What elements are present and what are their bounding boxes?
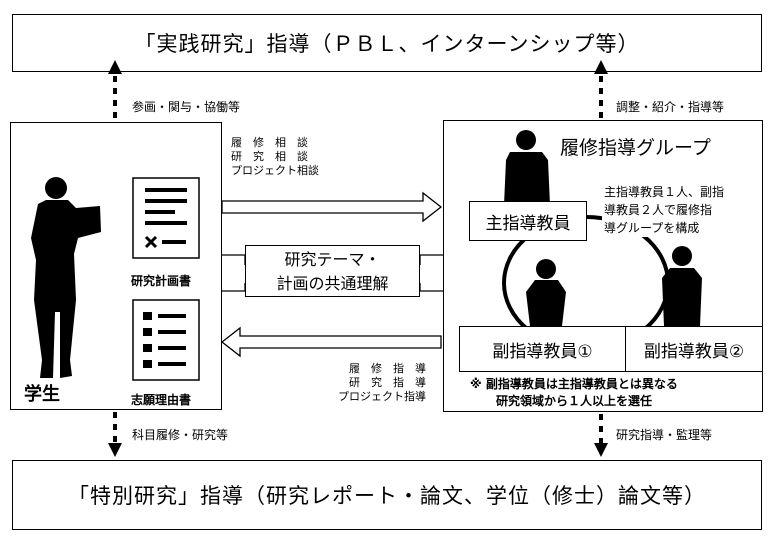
research-plan-label: 研究計画書 [131, 274, 192, 288]
course-consultation-label: 履 修 相 談 [231, 136, 308, 149]
practical-research-title: 「実践研究」指導（ＰＢＬ、インターンシップ等） [134, 32, 640, 56]
special-research-title: 「特別研究」指導（研究レポート・論文、学位（修士）論文等） [68, 484, 706, 508]
main-advisor-silhouette-icon [504, 130, 550, 205]
top-right-arrow-label: 調整・紹介・指導等 [616, 100, 725, 114]
guidance-arrow [220, 326, 442, 358]
project-guidance-label: プロジェクト指導 [338, 390, 426, 403]
sub-advisor-footnote-line2: 研究領域から１人以上を選任 [496, 394, 653, 408]
student-silhouette-icon [31, 177, 101, 378]
sub-advisor2-label: 副指導教員② [643, 341, 745, 362]
sub-advisor2-silhouette-icon [662, 246, 702, 326]
bottom-left-arrow-label: 科目履修・研究等 [132, 428, 229, 442]
research-guidance-label: 研 究 指 導 [349, 376, 426, 389]
consultation-labels: 履 修 相 談 研 究 相 談 プロジェクト相談 [231, 136, 319, 178]
research-plan-document-icon [132, 177, 200, 259]
sub-advisor1-silhouette-icon [526, 259, 566, 326]
bottom-right-arrow-label: 研究指導・監理等 [616, 428, 713, 442]
bottom-left-dotted-arrow [108, 412, 122, 457]
sub-advisor1-box: 副指導教員① [459, 326, 626, 372]
course-guidance-label: 履 修 指 導 [349, 362, 426, 375]
main-advisor-box: 主指導教員 [469, 201, 587, 241]
main-advisor-label: 主指導教員 [485, 213, 571, 234]
shared-understanding-box: 研究テーマ・ 計画の共通理解 [245, 245, 420, 297]
group-composition-note-line1: 主指導教員１人、副指 [604, 185, 725, 199]
statement-of-purpose-label: 志願理由書 [131, 393, 192, 407]
group-composition-note: 主指導教員１人、副指 導教員２人で履修指 導グループを構成 [602, 183, 727, 237]
sub-advisor-footnote-line1: ※ 副指導教員は主指導教員とは異なる [470, 377, 678, 391]
statement-of-purpose-document-icon [132, 299, 200, 381]
project-consultation-label: プロジェクト相談 [231, 164, 319, 177]
top-left-dotted-arrow [108, 60, 122, 118]
shared-understanding-line1: 研究テーマ・ [284, 250, 381, 269]
top-left-arrow-label: 参画・関与・協働等 [132, 100, 241, 114]
sub-advisor1-label: 副指導教員① [492, 341, 593, 362]
guidance-group-title: 履修指導グループ [560, 137, 711, 159]
sub-advisor2-box: 副指導教員② [625, 326, 763, 372]
group-composition-note-line3: 導グループを構成 [604, 221, 700, 235]
consultation-arrow [221, 191, 443, 223]
student-label: 学生 [24, 384, 60, 405]
research-consultation-label: 研 究 相 談 [231, 150, 308, 163]
top-right-dotted-arrow [594, 60, 608, 118]
group-composition-note-line2: 導教員２人で履修指 [604, 203, 713, 217]
shared-understanding-line2: 計画の共通理解 [276, 274, 389, 293]
special-research-box: 「特別研究」指導（研究レポート・論文、学位（修士）論文等） [12, 460, 762, 530]
guidance-labels: 履 修 指 導 研 究 指 導 プロジェクト指導 [338, 362, 426, 404]
practical-research-box: 「実践研究」指導（ＰＢＬ、インターンシップ等） [12, 14, 762, 72]
sub-advisor-footnote: ※ 副指導教員は主指導教員とは異なる 研究領域から１人以上を選任 [470, 376, 678, 410]
bottom-right-dotted-arrow [594, 414, 608, 457]
